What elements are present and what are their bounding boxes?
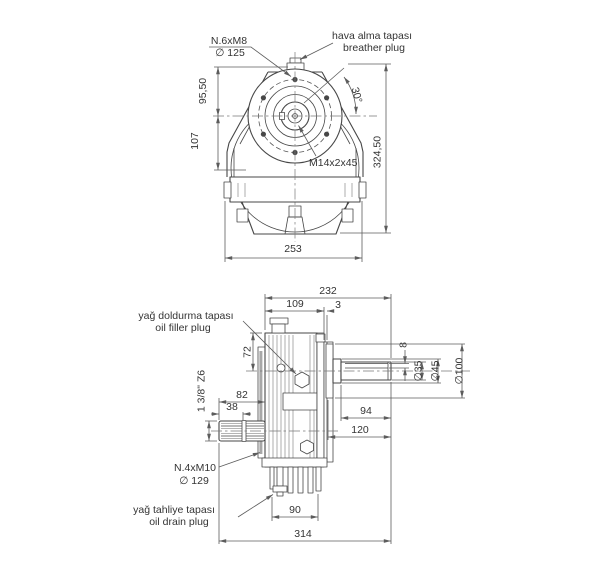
bolt-hole <box>324 131 330 137</box>
dim-253-text: 253 <box>284 243 302 255</box>
dim-38-text: 38 <box>226 401 238 413</box>
dim-82-text: 82 <box>236 389 248 401</box>
cover-plate <box>323 341 334 463</box>
dim-dia-45: ∅45 <box>342 358 442 384</box>
dim-120-text: 120 <box>351 424 369 436</box>
label-oil-drain: yağ tahliye tapası oil drain plug <box>133 494 274 528</box>
dim-8-text: 8 <box>398 342 410 348</box>
side-bolt-note-line1: N.4xM10 <box>174 462 216 474</box>
bottom-flange <box>261 457 328 468</box>
body-mid-plate <box>282 392 318 411</box>
cooling-fins <box>261 457 328 494</box>
dim-90-text: 90 <box>289 504 301 516</box>
oil-level-plug-shape <box>300 439 314 455</box>
shaft-keyway-lines <box>345 363 388 369</box>
side-centerlines <box>211 370 470 432</box>
dim-38: 38 <box>211 401 251 420</box>
dim-8: 8 <box>389 342 410 381</box>
dim-253: 253 <box>224 201 363 262</box>
dim-dia-100: ∅100 <box>335 343 466 399</box>
output-shaft <box>332 358 392 384</box>
dim-72: 72 <box>242 332 262 371</box>
oil-drain-label-tr: yağ tahliye tapası <box>133 504 215 516</box>
dim-94: 94 <box>340 382 392 544</box>
label-oil-filler: yağ doldurma tapası oil filler plug <box>138 310 297 375</box>
top-right-tab <box>315 333 326 343</box>
breather-label-tr: hava alma tapası <box>332 30 412 42</box>
dim-3-text: 3 <box>335 299 341 311</box>
side-bolt-note-line2: ∅ 129 <box>179 475 209 487</box>
side-view: 232 109 3 72 82 38 <box>133 285 470 544</box>
dim-spline-text: 1 3/8" Z6 <box>196 370 208 412</box>
left-tab <box>223 181 232 199</box>
front-centerlines <box>213 52 377 242</box>
dim-324-50-text: 324,50 <box>372 136 384 168</box>
oil-filler-label-tr: yağ doldurma tapası <box>138 310 233 322</box>
body-hole <box>276 363 286 373</box>
bolt-hole <box>260 131 266 137</box>
dim-314: 314 <box>218 443 391 544</box>
dim-120: 120 <box>327 400 391 440</box>
side-body <box>264 332 334 468</box>
dim-dia-35: ∅35 <box>392 360 426 381</box>
dim-232-text: 232 <box>319 285 337 297</box>
front-bolt-note-line1: N.6xM8 <box>211 35 247 47</box>
dim-109: 109 <box>265 298 325 340</box>
dim-90: 90 <box>271 494 319 521</box>
oil-drain-label-en: oil drain plug <box>149 516 209 528</box>
label-breather-plug: hava alma tapası breather plug <box>299 30 412 60</box>
bottom-plug <box>284 216 306 235</box>
oil-filler-label-en: oil filler plug <box>155 322 211 334</box>
angle-30-dim: 30° <box>303 67 365 115</box>
dim-107-text: 107 <box>189 132 201 150</box>
side-breather-cap <box>269 317 289 334</box>
dim-82: 82 <box>218 389 265 420</box>
left-foot <box>236 208 249 223</box>
dim-95-50-text: 95,50 <box>197 78 209 104</box>
bolt-hole <box>324 95 330 101</box>
breather-label-en: breather plug <box>343 42 405 54</box>
front-view: 95,50 107 324,50 253 30° N.6xM8 ∅ 125 <box>189 30 412 262</box>
label-bolt-pattern-front: N.6xM8 ∅ 125 <box>209 35 292 77</box>
label-bolt-pattern-side: N.4xM10 ∅ 129 <box>174 452 261 487</box>
oil-filler-plug-shape <box>294 371 310 389</box>
right-foot <box>341 208 354 223</box>
dim-dia-45-text: ∅45 <box>430 360 442 381</box>
dim-dia-100-text: ∅100 <box>454 358 466 385</box>
dim-3: 3 <box>316 299 341 340</box>
oil-drain-plug-shape <box>272 466 288 497</box>
dim-314-text: 314 <box>294 528 312 540</box>
dim-324-50: 324,50 <box>340 63 391 234</box>
bolt-hole <box>260 95 266 101</box>
label-m14-thread: M14x2x45 <box>298 125 358 169</box>
dim-109-text: 109 <box>286 298 304 310</box>
right-plate <box>316 332 325 468</box>
dim-dia-35-text: ∅35 <box>413 360 425 381</box>
dim-95-50-and-107: 95,50 107 <box>189 66 288 171</box>
right-tab <box>358 181 367 199</box>
m14-thread-text: M14x2x45 <box>309 157 358 169</box>
angle-30-text: 30° <box>349 86 365 105</box>
dim-94-text: 94 <box>360 405 372 417</box>
front-bolt-note-line2: ∅ 125 <box>215 47 245 59</box>
dim-spline: 1 3/8" Z6 <box>196 370 217 442</box>
dim-72-text: 72 <box>242 346 254 358</box>
